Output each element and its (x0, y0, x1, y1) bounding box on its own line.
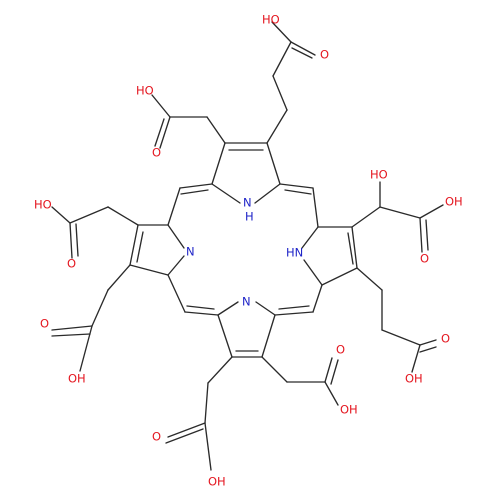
atom-oh-b1: OH (340, 403, 358, 417)
atom-oh-right2: OH (405, 372, 423, 386)
bond-line (167, 255, 185, 276)
bond-line (167, 274, 186, 313)
bond-line (278, 305, 310, 310)
bond-line (266, 142, 281, 185)
bond-line (266, 109, 288, 144)
bond-line (186, 305, 215, 310)
bond-line (261, 314, 276, 358)
bond-line (107, 206, 139, 226)
atom-o-right2: O (441, 332, 450, 346)
bond-line (301, 226, 319, 249)
bond-line (272, 75, 288, 111)
bond-line (419, 217, 423, 253)
bond-line (347, 232, 354, 265)
bond-line (303, 259, 323, 286)
atom-o-top: O (320, 48, 329, 62)
atom-ho-right: HO (370, 168, 388, 182)
bond-line (207, 356, 233, 384)
bond-lines (51, 21, 444, 471)
atom-n-bottom: N (242, 295, 251, 309)
bond-line (151, 94, 171, 118)
bond-line (324, 357, 333, 383)
atom-n-top: N (243, 196, 252, 210)
atom-o-b1: O (336, 343, 345, 357)
bond-line (291, 47, 313, 59)
bond-line (159, 116, 171, 149)
bond-line (351, 226, 358, 269)
bond-line (179, 183, 213, 189)
bond-line (290, 41, 316, 56)
bond-line (167, 187, 181, 226)
bond-line (419, 204, 444, 219)
atom-oh-right: OH (445, 195, 463, 209)
bond-line (211, 142, 226, 185)
atom-ho-top: HO (262, 13, 280, 27)
bond-line (411, 344, 421, 373)
bond-line (154, 118, 165, 147)
atom-labels: N H N HN N HO O HO O HO O O OH HO OH O O… (34, 13, 463, 489)
atom-ho-tl: HO (136, 84, 154, 98)
bond-line (211, 183, 241, 204)
bond-line (51, 333, 91, 337)
bond-line (206, 116, 226, 144)
atom-oh-left2: OH (68, 372, 86, 386)
bond-line (204, 382, 209, 424)
bond-line (379, 206, 421, 219)
bond-line (217, 314, 233, 358)
bond-line (351, 206, 381, 228)
bond-line (425, 219, 429, 251)
bond-line (254, 183, 281, 204)
bond-line (272, 41, 292, 77)
atom-o-left2: O (40, 317, 49, 331)
atom-o-tl: O (152, 146, 161, 160)
bond-line (284, 189, 312, 195)
bond-line (312, 187, 319, 228)
bond-line (51, 206, 71, 224)
bond-line (107, 264, 131, 291)
atom-h-top: H (245, 210, 254, 224)
bond-line (167, 422, 206, 438)
atom-hn-right: HN (286, 246, 303, 260)
bond-line (180, 189, 209, 195)
bond-line (69, 206, 109, 224)
bond-line (279, 183, 314, 189)
bond-line (129, 224, 139, 266)
bond-line (321, 267, 358, 286)
atom-oh-b2: OH (208, 475, 226, 489)
bond-line (324, 381, 339, 406)
bond-line (51, 325, 93, 331)
bond-line (274, 311, 314, 316)
bond-line (167, 224, 185, 249)
bond-line (91, 289, 109, 327)
bond-line (356, 267, 383, 291)
bond-line (261, 356, 288, 383)
bond-line (204, 422, 212, 471)
bond-line (75, 223, 79, 257)
bond-line (165, 428, 204, 444)
bond-line (217, 301, 239, 316)
atom-o-left: O (67, 257, 76, 271)
bond-line (419, 339, 437, 346)
bond-line (419, 346, 437, 353)
bond-line (136, 231, 144, 263)
bond-line (271, 21, 292, 43)
bond-line (129, 264, 169, 276)
atom-ho-left: HO (34, 198, 52, 212)
bond-line (255, 301, 276, 316)
atom-o-b2: O (152, 430, 161, 444)
bond-line (184, 311, 219, 316)
bond-line (79, 325, 93, 372)
atom-n-left: N (186, 245, 195, 259)
bond-line (69, 222, 73, 259)
bond-line (330, 359, 339, 385)
bond-line (381, 329, 421, 346)
bond-line (312, 284, 323, 313)
atom-o-right: O (420, 252, 429, 266)
